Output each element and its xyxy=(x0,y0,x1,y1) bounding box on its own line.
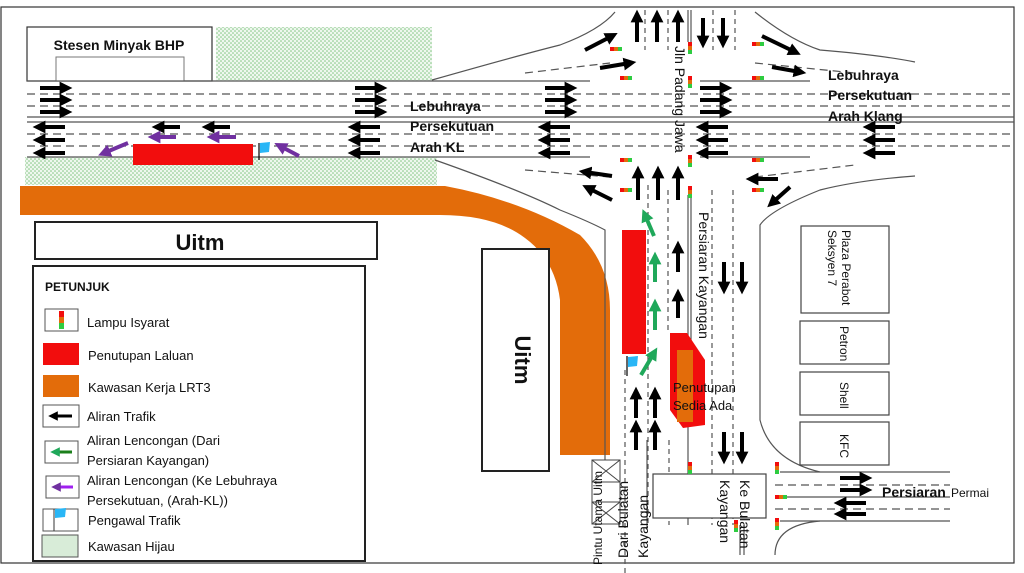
traffic-flow-arrows xyxy=(32,9,895,521)
shell-station: Shell xyxy=(799,371,890,416)
uitm-side-label: Uitm xyxy=(510,336,535,385)
petron-label: Petron xyxy=(837,326,851,361)
label-padang-jawa: Jln Padang Jawa xyxy=(672,46,688,153)
plaza-label-2: Seksyen 7 xyxy=(825,230,839,286)
green-area-top xyxy=(216,27,432,81)
traffic-marshal-flag-1 xyxy=(258,142,270,160)
traffic-arrow-turn xyxy=(578,166,613,180)
petrol-station-label: Stesen Minyak BHP xyxy=(54,37,185,53)
traffic-arrow-turn xyxy=(582,185,613,202)
legend-label-marshal: Pengawal Trafik xyxy=(88,513,181,528)
plaza-label-1: Plaza Perabot xyxy=(839,230,853,306)
federal-kl-line-3: Arah KL xyxy=(410,139,465,155)
label-permai-2: Permai xyxy=(951,486,989,500)
legend-label-green-area: Kawasan Hijau xyxy=(88,539,175,554)
traffic-light-icon xyxy=(752,42,764,46)
legend-label-traffic-flow: Aliran Trafik xyxy=(87,409,156,424)
label-to-roundabout-1: Ke Bulatan xyxy=(737,480,753,549)
closure-federal xyxy=(133,144,253,165)
shell-label: Shell xyxy=(837,382,851,409)
traffic-light-icon xyxy=(688,462,692,474)
detour-arrow-purple xyxy=(274,143,300,158)
traffic-marshal-flag-2 xyxy=(626,356,638,376)
legend-label-closure: Penutupan Laluan xyxy=(88,348,194,363)
petrol-station-bhp: Stesen Minyak BHP xyxy=(26,26,213,82)
traffic-light-icon xyxy=(44,308,79,332)
existing-closure-label-2: Sedia Ada xyxy=(673,398,733,413)
traffic-light-icon xyxy=(775,495,787,499)
traffic-light-icon xyxy=(620,76,632,80)
traffic-light-icon xyxy=(752,76,764,80)
traffic-arrow-turn xyxy=(584,33,618,52)
detour-arrow-purple xyxy=(98,141,129,157)
traffic-arrow-turn xyxy=(771,64,807,78)
traffic-light-icon xyxy=(688,76,692,88)
label-federal-klang: Lebuhraya Persekutuan Arah Klang xyxy=(828,67,912,124)
existing-closure: Penutupan Sedia Ada xyxy=(670,333,736,428)
closure-kayangan xyxy=(622,230,646,354)
federal-kl-line-2: Persekutuan xyxy=(410,118,494,134)
traffic-light-icon xyxy=(688,186,692,198)
flag-icon xyxy=(42,508,79,532)
federal-klang-line-1: Lebuhraya xyxy=(828,67,899,83)
traffic-light-icon xyxy=(610,47,622,51)
lrt3-swatch xyxy=(43,375,79,397)
closure-swatch xyxy=(43,343,79,365)
existing-closure-label-1: Penutupan xyxy=(673,380,736,395)
label-uitm-gate: Pintu Utama Uitm xyxy=(591,471,605,565)
traffic-arrow-turn xyxy=(599,57,637,71)
traffic-light-icon xyxy=(775,462,779,474)
detour-purple-arrows xyxy=(98,130,300,158)
uitm-top-block: Uitm xyxy=(34,221,378,260)
legend-label-purple-detour-2: Persekutuan, (Arah-KL)) xyxy=(87,493,228,508)
traffic-light-icon xyxy=(620,158,632,162)
green-arrow-icon xyxy=(44,440,79,464)
traffic-light-icon xyxy=(620,188,632,192)
kfc-outlet: KFC xyxy=(799,421,890,466)
traffic-lights xyxy=(610,42,787,532)
black-arrow-icon xyxy=(42,404,80,428)
legend-label-green-detour-1: Aliran Lencongan (Dari xyxy=(87,433,220,448)
traffic-light-icon xyxy=(752,158,764,162)
federal-klang-line-2: Persekutuan xyxy=(828,87,912,103)
label-kayangan: Persiaran Kayangan xyxy=(696,212,712,339)
legend-label-lrt3: Kawasan Kerja LRT3 xyxy=(88,380,211,395)
federal-highway xyxy=(27,11,1014,520)
plaza-perabot: Plaza Perabot Seksyen 7 xyxy=(800,225,890,314)
median-box xyxy=(652,473,767,519)
traffic-light-icon xyxy=(688,42,692,54)
federal-kl-line-1: Lebuhraya xyxy=(410,98,481,114)
label-federal-kl: Lebuhraya Persekutuan Arah KL xyxy=(410,98,494,155)
uitm-top-label: Uitm xyxy=(176,230,225,255)
federal-klang-line-3: Arah Klang xyxy=(828,108,903,124)
traffic-light-icon xyxy=(752,188,764,192)
uitm-side-block: Uitm xyxy=(481,248,550,472)
traffic-arrow-turn xyxy=(761,34,801,55)
uitm-gate xyxy=(591,459,621,525)
traffic-arrow-turn xyxy=(767,185,792,208)
label-permai-1: Persiaran xyxy=(882,484,946,500)
legend-label-traffic-light: Lampu Isyarat xyxy=(87,315,170,330)
green-area-swatch xyxy=(41,534,79,558)
lrt3-work-area xyxy=(20,186,610,455)
purple-arrow-icon xyxy=(45,475,80,499)
label-from-roundabout-2: Kayangan xyxy=(635,495,651,558)
kfc-label: KFC xyxy=(837,434,851,458)
legend-label-purple-detour-1: Aliran Lencongan (Ke Lebuhraya xyxy=(87,473,278,488)
legend-title: PETUNJUK xyxy=(45,280,110,294)
label-to-roundabout-2: Kayangan xyxy=(717,480,733,543)
legend-label-green-detour-2: Persiaran Kayangan) xyxy=(87,453,209,468)
legend: PETUNJUK Lampu Isyarat Penutupan Laluan xyxy=(32,265,366,562)
detour-arrow-green xyxy=(641,209,656,237)
traffic-light-icon xyxy=(775,518,779,530)
detour-green-arrows xyxy=(639,209,662,377)
traffic-light-icon xyxy=(734,520,738,532)
label-from-roundabout-1: Dari Bulatan xyxy=(615,481,631,558)
petron-station: Petron xyxy=(799,320,890,365)
detour-arrow-green xyxy=(639,347,658,377)
traffic-light-icon xyxy=(688,155,692,167)
